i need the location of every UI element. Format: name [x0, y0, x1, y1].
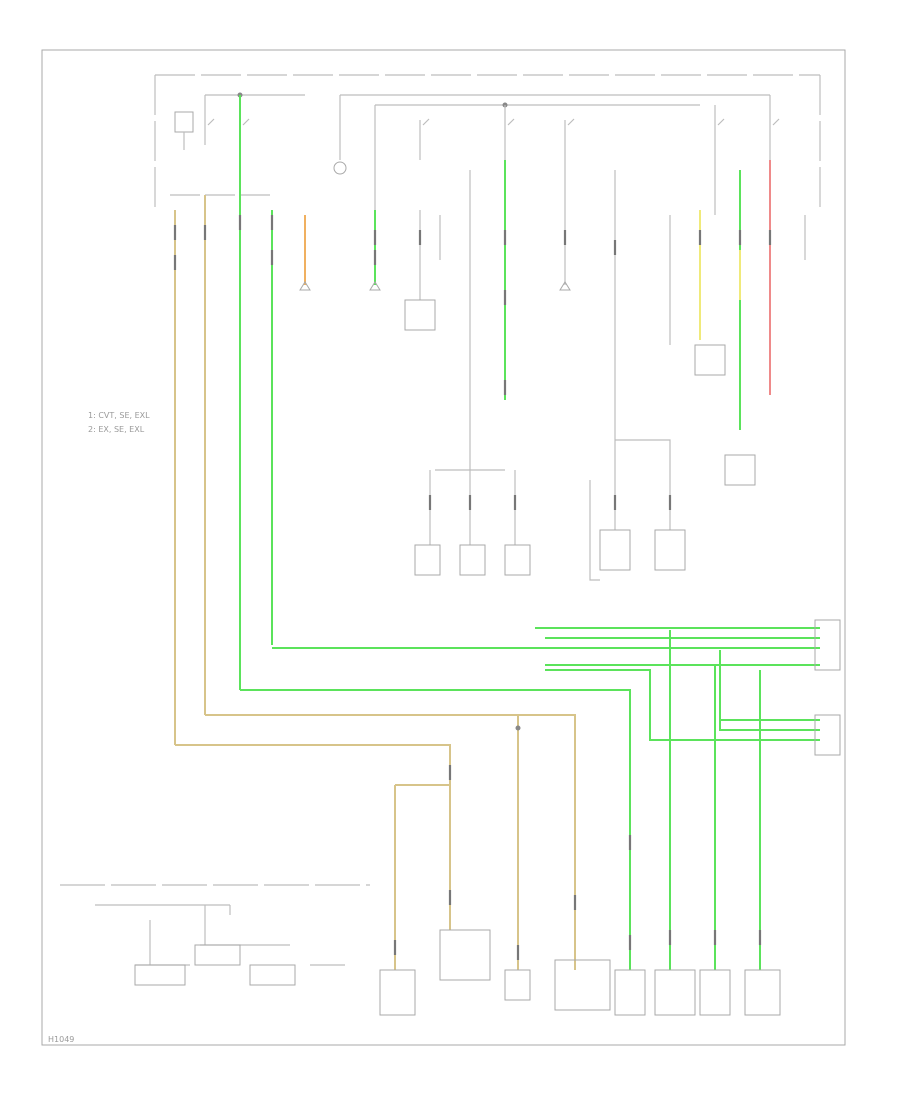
tan-buses [175, 714, 576, 970]
fuse-drops [174, 95, 806, 745]
legend-line-1: 1: CVT, SE, EXL [88, 411, 150, 420]
lower-fuse-panel [60, 884, 370, 986]
fuse-symbols [174, 95, 780, 210]
right-connectors [814, 619, 841, 756]
fuse-box-outline [154, 74, 821, 210]
footer-code: H1049 [48, 1035, 74, 1044]
legend-line-2: 2: EX, SE, EXL [88, 425, 145, 434]
connector-ticks [173, 215, 772, 960]
upper-components [299, 281, 756, 581]
bottom-components [379, 929, 781, 1016]
diagram-border [41, 49, 846, 1046]
green-buses [240, 627, 820, 970]
